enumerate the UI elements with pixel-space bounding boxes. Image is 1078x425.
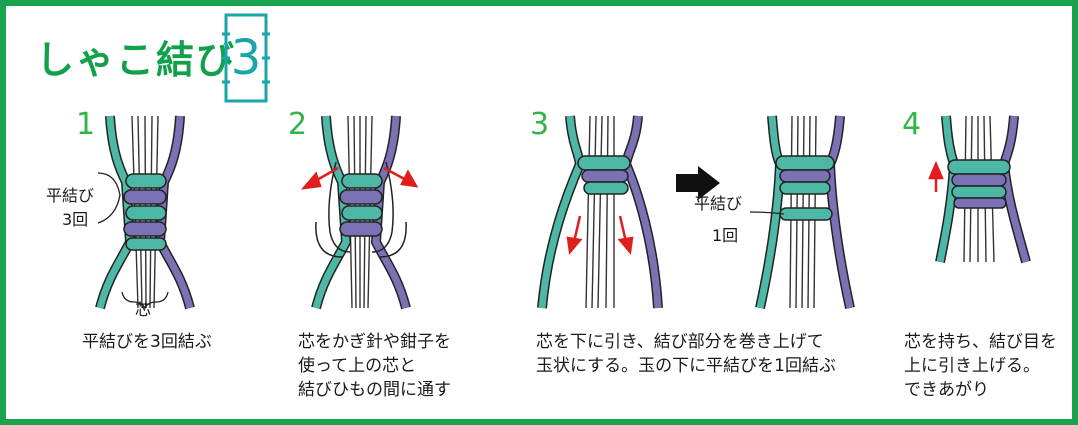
step-1-core-label: 芯 [135,300,152,319]
step-1-illustration [95,115,195,310]
step-1-count-label: 3回 [62,210,89,229]
step-3-number: 3 [530,107,550,142]
page-title: しゃこ結び [36,38,237,82]
step-3-knot-label: 平結び [694,194,743,213]
step-3-caption: 芯を下に引き、結び部分を巻き上げて 玉状にする。玉の下に平結びを1回結ぶ [536,330,836,378]
caption-line: 芯をかぎ針や鉗子を [298,332,451,352]
step-4-number: 4 [902,107,922,142]
step-1-bracket-icon [97,172,121,224]
step-4-caption: 芯を持ち、結び目を 上に引き上げる。 できあがり [904,330,1057,402]
caption-line: できあがり [904,380,989,400]
step-1-caption: 平結びを3回結ぶ [82,330,212,354]
step-3-count-label: 1回 [712,226,739,245]
caption-line: 芯を下に引き、結び部分を巻き上げて [536,332,824,352]
step-4-illustration [928,115,1031,264]
caption-line: 結びひもの間に通す [298,380,451,400]
caption-line: 平結びを3回結ぶ [82,332,212,352]
caption-line: 上に引き上げる。 [904,356,1040,376]
step-3-illustration [537,115,663,309]
step-1-knot-label: 平結び [46,186,95,205]
caption-line: 玉状にする。玉の下に平結びを1回結ぶ [536,356,836,376]
step-1-number: 1 [76,107,96,142]
step-2-number: 2 [288,107,308,142]
step-3-result-illustration [749,115,855,310]
caption-line: 使って上の芯と [298,356,417,376]
step-2-caption: 芯をかぎ針や鉗子を 使って上の芯と 結びひもの間に通す [298,330,451,402]
caption-line: 芯を持ち、結び目を [904,332,1057,352]
right-arrow-icon [676,166,720,200]
step-2-illustration [300,115,419,310]
badge-number: 3 [230,30,262,86]
badge-frame-icon [222,13,270,103]
